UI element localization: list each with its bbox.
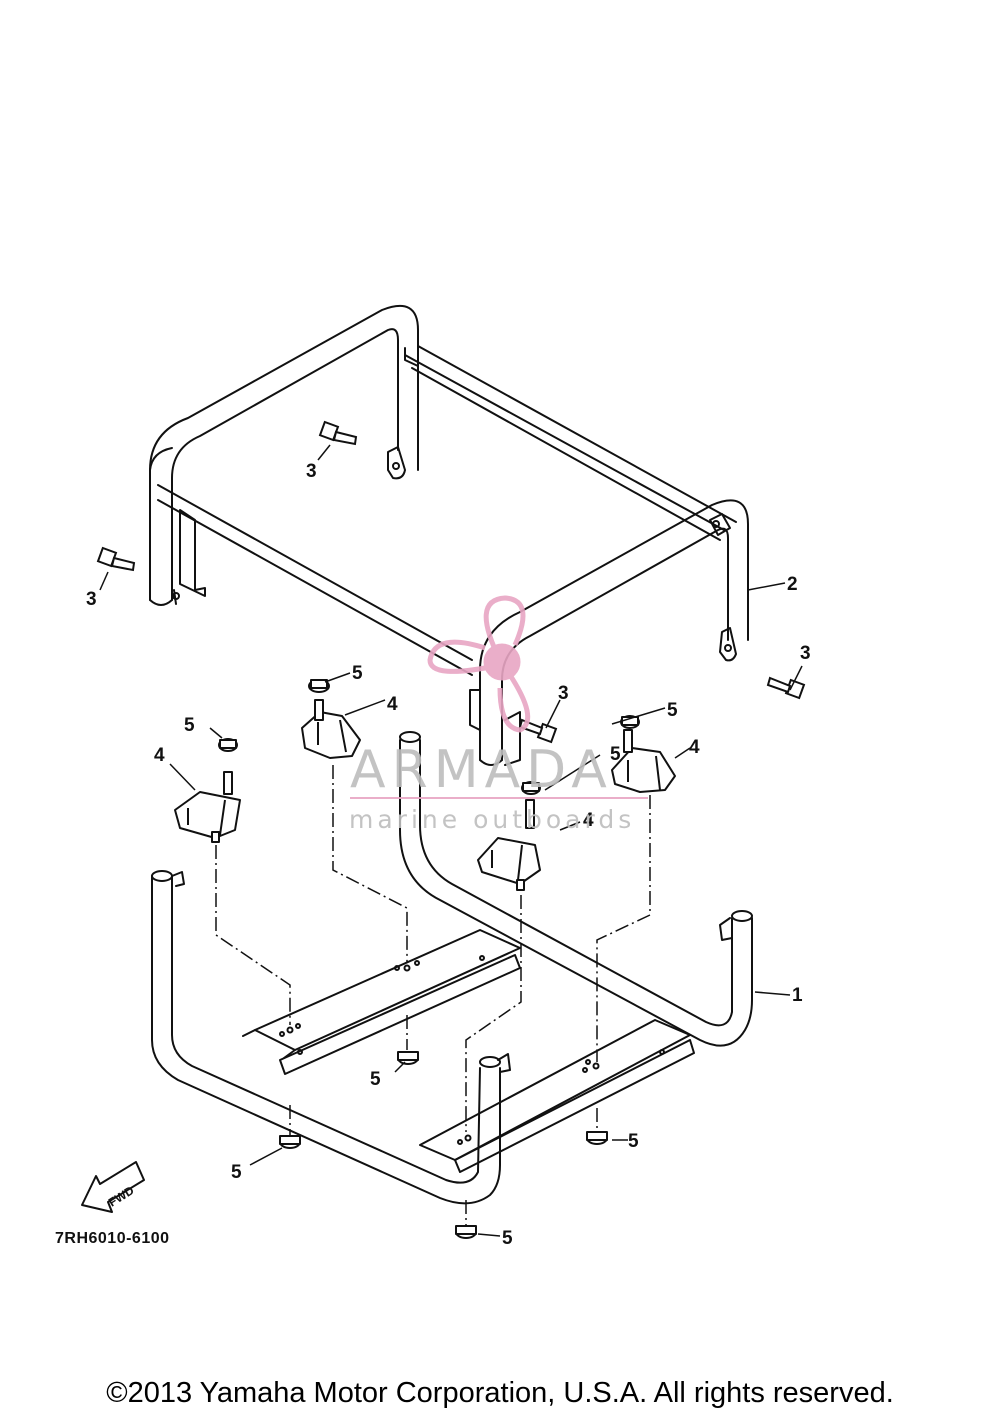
callout-5: 5 [352, 663, 363, 684]
part-code: 7RH6010-6100 [55, 1230, 170, 1247]
lower-frame [151, 731, 753, 1205]
callout-3: 3 [86, 589, 97, 610]
upper-frame [149, 305, 749, 766]
bolts [96, 420, 806, 744]
watermark: ARMADA marine outboards [349, 595, 648, 834]
callout-5: 5 [184, 715, 195, 736]
watermark-title: ARMADA [350, 740, 613, 800]
assembly-lines [215, 765, 651, 1225]
callout-3: 3 [306, 461, 317, 482]
watermark-subtitle: marine outboards [349, 805, 635, 834]
callout-5: 5 [370, 1069, 381, 1090]
mounts [174, 679, 676, 1239]
callout-3: 3 [558, 683, 569, 704]
callout-5: 5 [628, 1131, 639, 1152]
bolt-top [318, 420, 358, 446]
callout-5: 5 [667, 700, 678, 721]
copyright-notice: ©2013 Yamaha Motor Corporation, U.S.A. A… [106, 1377, 894, 1409]
callout-5: 5 [610, 744, 621, 765]
fwd-arrow: FWD [81, 1161, 145, 1213]
callout-5: 5 [502, 1228, 513, 1249]
callout-4: 4 [387, 694, 398, 715]
callout-4: 4 [583, 810, 594, 831]
callout-1: 1 [792, 985, 803, 1006]
callout-2: 2 [787, 574, 798, 595]
callout-5: 5 [231, 1162, 242, 1183]
callout-leaders [99, 444, 803, 1237]
callouts: 1 2 3 3 3 3 4 4 4 4 5 5 5 5 5 5 5 5 [86, 461, 811, 1249]
callout-4: 4 [689, 737, 700, 758]
callout-3: 3 [800, 643, 811, 664]
bolt-left [96, 546, 136, 572]
callout-4: 4 [154, 745, 165, 766]
bolt-right [766, 676, 806, 700]
propeller-logo-icon [427, 595, 531, 733]
